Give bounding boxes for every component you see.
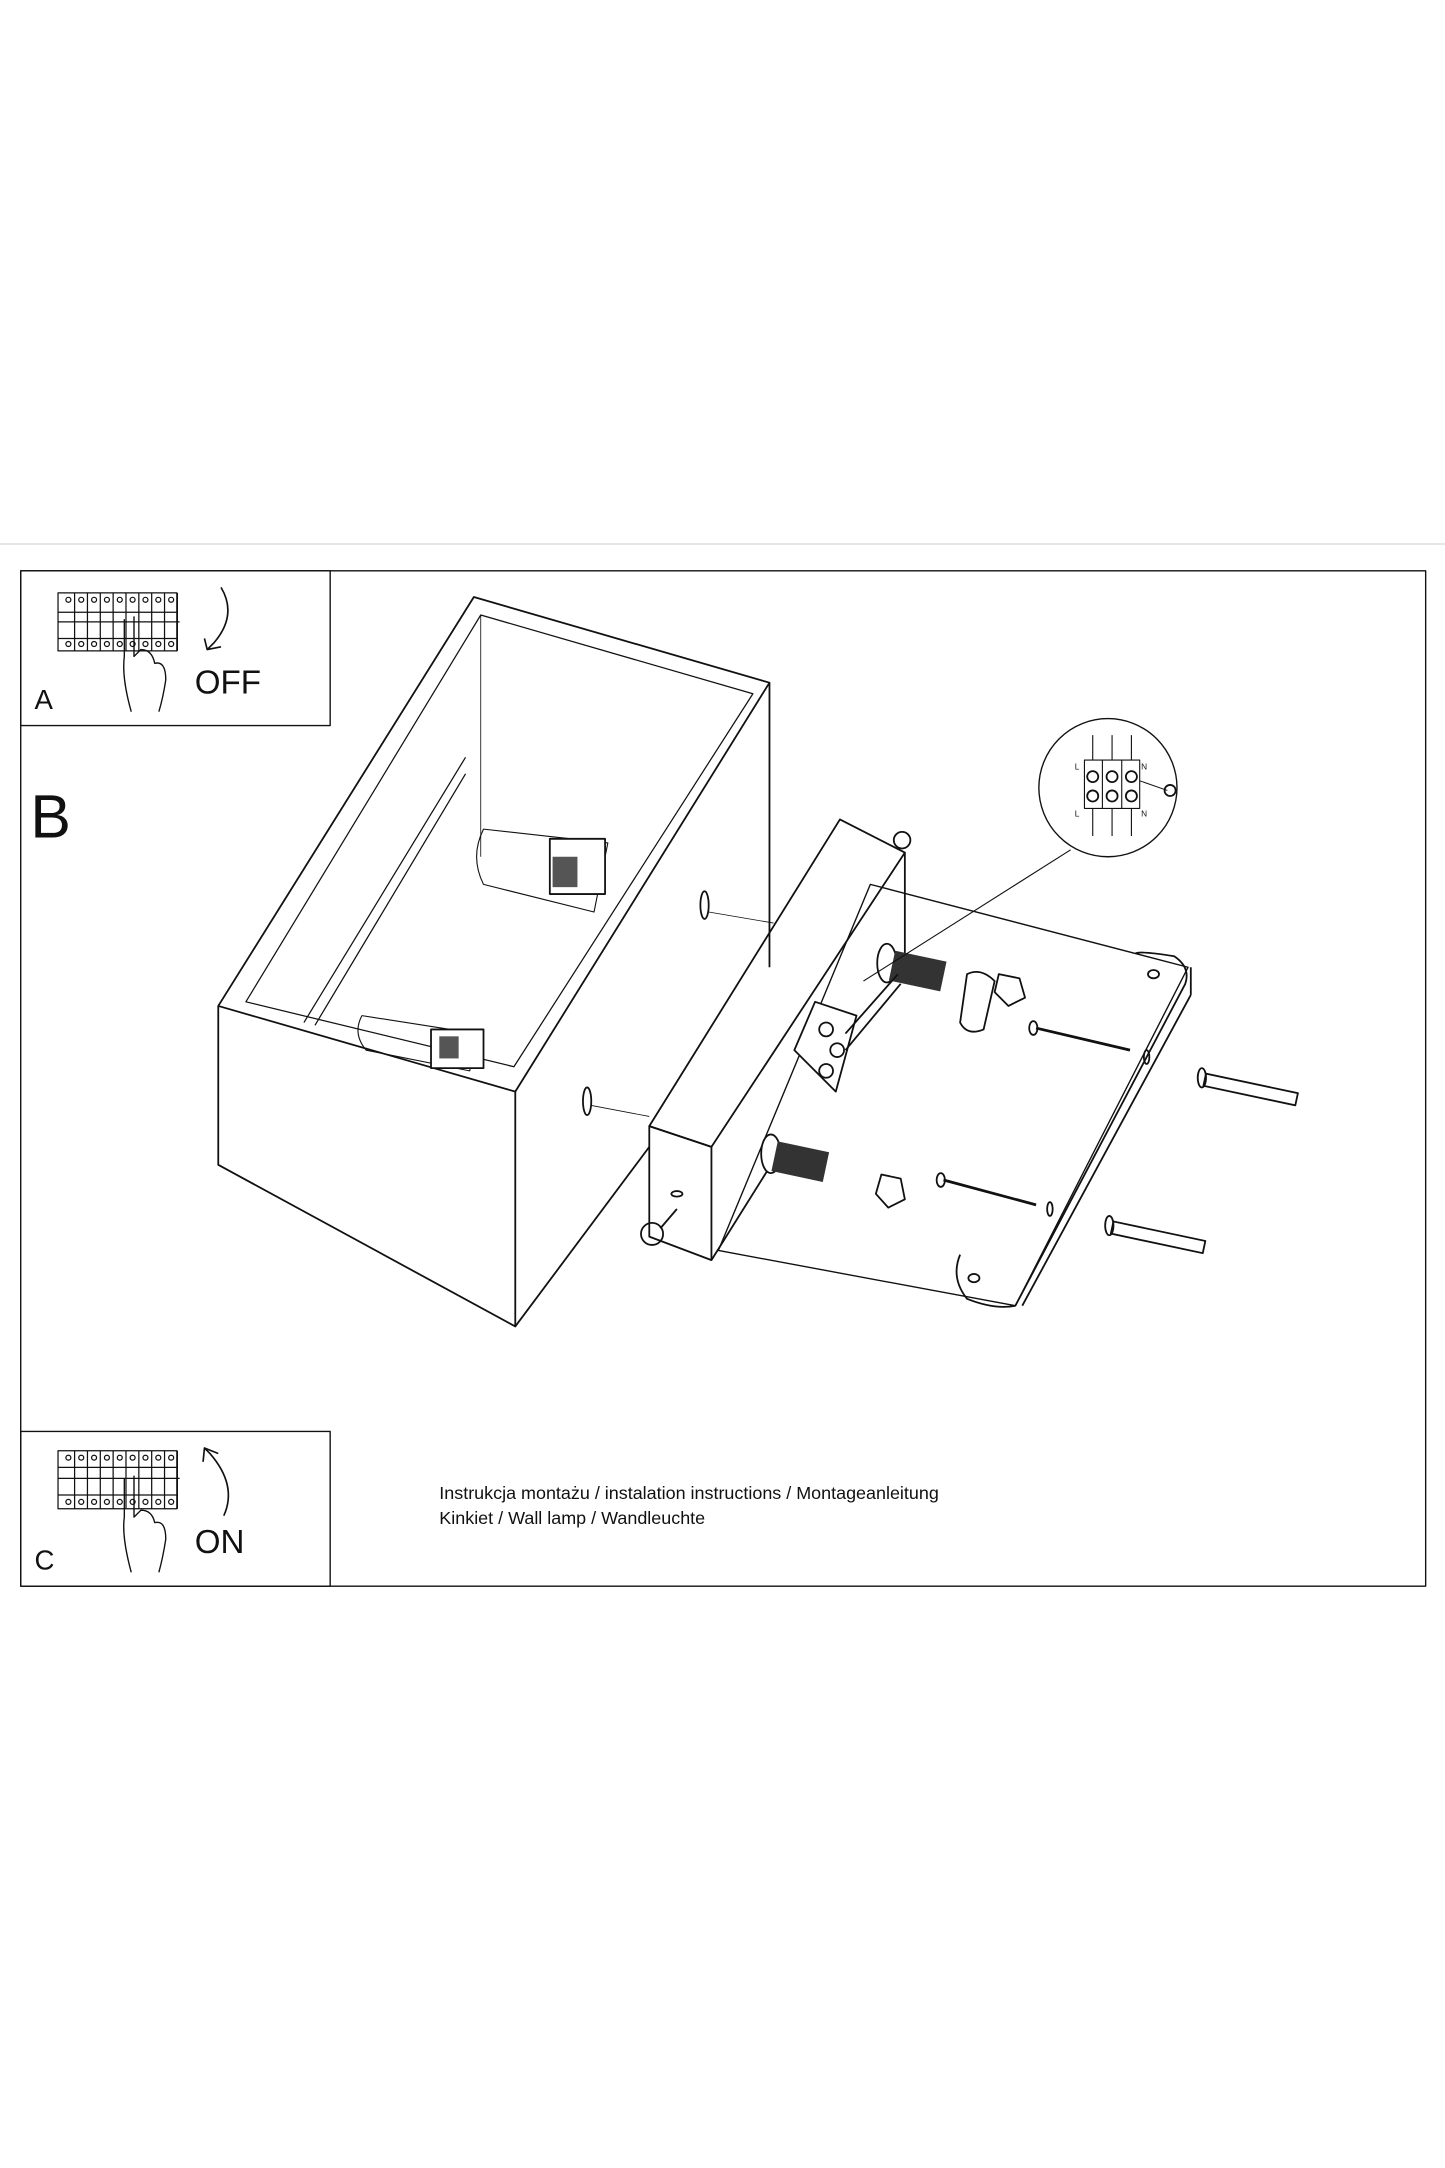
panel-c: C ON [20,1430,331,1587]
breaker-terminal [116,640,123,648]
panel-a-label: A [35,684,54,715]
screw-upper [1028,1020,1131,1052]
terminal-label: L [1075,763,1080,772]
arrow-down-icon [203,586,229,651]
screw-lower [935,1172,1037,1207]
threaded-tube-lower [760,1133,830,1182]
breaker-terminal [168,640,175,648]
terminal-label: N [1141,763,1147,772]
wall-plug-upper [1196,1067,1299,1107]
breaker-terminal [142,1454,149,1461]
breaker-terminal [116,1454,123,1461]
breaker-terminal [142,1498,149,1505]
breaker-terminal [168,1498,175,1505]
outer-frame [20,570,1427,1587]
breaker-terminal [65,1498,72,1505]
lamp-bulb-upper [476,828,609,913]
breaker-terminal [65,596,72,603]
breaker-terminal [155,596,162,603]
breaker-terminal [90,1498,98,1505]
breaker-terminal [78,640,85,648]
nut-icon [874,1173,906,1209]
breaker-terminal [78,596,85,603]
breaker-terminal [78,1454,85,1461]
panel-b-label: B [30,782,71,850]
breaker-terminal [116,1498,123,1505]
terminal-block [793,973,902,1093]
mounting-plate [640,818,912,1262]
threaded-tube-upper [876,942,947,992]
breaker-terminal [155,1498,162,1505]
cable-clamp-icon [959,971,996,1033]
breaker-terminal [90,596,98,603]
breaker-terminal [155,1454,162,1461]
lamp-housing [217,596,774,1328]
breaker-terminal [103,1454,111,1461]
breaker-terminal [90,1454,98,1461]
hand-icon [123,1475,167,1573]
hand-icon [123,616,167,712]
wall-bracket [717,883,1192,1308]
ground-icon [1163,784,1177,797]
breaker-terminal [168,596,175,603]
on-label: ON [195,1524,245,1561]
wiring-detail: L N L N [863,717,1178,982]
arrow-up-icon [202,1447,230,1517]
caption-line-2: Kinkiet / Wall lamp / Wandleuchte [439,1508,705,1528]
terminal-label: L [1075,810,1080,819]
panel-c-label: C [35,1545,55,1576]
breaker-terminal [90,640,98,648]
breaker-terminal [129,1498,136,1505]
breaker-terminal [142,596,149,603]
panel-a: A OFF [20,570,331,727]
breaker-terminal [116,596,123,603]
lamp-bulb-lower [357,1015,485,1072]
breaker-terminal [78,1498,85,1505]
breaker-terminal [103,596,111,603]
wall-plug-lower [1104,1215,1207,1255]
breaker-panel-icon [57,592,180,652]
breaker-terminal [142,640,149,648]
caption-line-1: Instrukcja montażu / instalation instruc… [439,1483,939,1503]
breaker-terminal [155,640,162,648]
off-label: OFF [195,665,261,702]
page-separator [0,543,1445,545]
breaker-terminal [129,640,136,648]
breaker-terminal [65,640,72,648]
screw-icon [640,1221,664,1246]
terminal-label: N [1141,810,1147,819]
breaker-terminal [103,640,111,648]
breaker-panel-icon [57,1450,180,1510]
breaker-terminal [103,1498,111,1505]
breaker-terminal [65,1454,72,1461]
nut-icon [993,973,1026,1007]
breaker-terminal [168,1454,175,1461]
breaker-terminal [129,1454,136,1461]
breaker-terminal [129,596,136,603]
